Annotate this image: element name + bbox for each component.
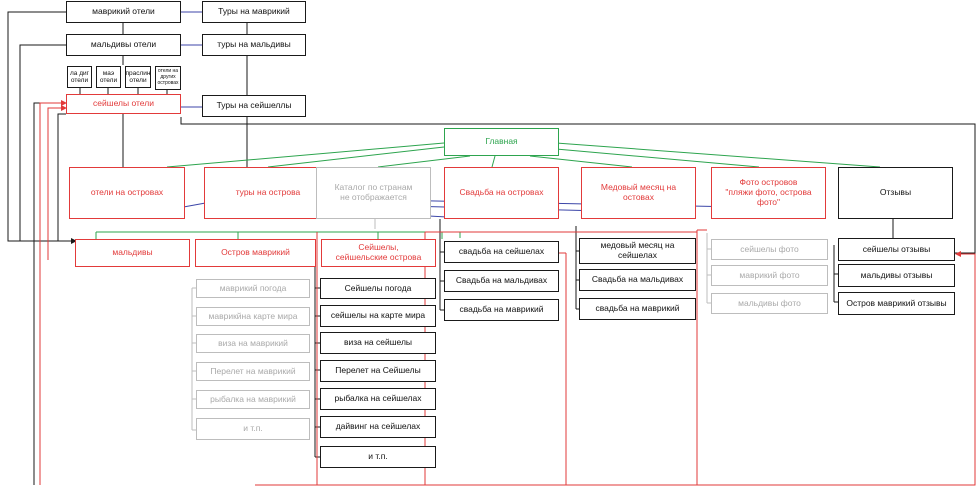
honeymoon-list-item: Свадьба на мальдивах [579,269,696,291]
photo-list-item: маврикий фото [711,265,828,286]
mauritius-country-box: Остров маврикий [195,239,316,267]
wedding-list-item: свадьба на маврикий [444,299,559,321]
mauritius-list-item: виза на маврикий [196,334,310,353]
seychelles-list-item: сейшелы на карте мира [320,305,436,327]
honeymoon-list-item: медовый месяц на сейшелах [579,238,696,264]
review-list-item: мальдивы отзывы [838,264,955,287]
mauritius-list-item: маврикйна карте мира [196,307,310,326]
review-list-item: сейшелы отзывы [838,238,955,261]
honeymoon-box: Медовый месяц на остовах [581,167,696,219]
seychelles-hotels-box: сейшелы отели [66,94,181,114]
seychelles-tours-box: Туры на сейшеллы [202,95,306,117]
wedding-list-item: свадьба на сейшелах [444,241,559,263]
photo-list-item: сейшелы фото [711,239,828,260]
praslin-hotels-box: праслин отели [125,66,151,88]
mahe-hotels-box: маэ отели [96,66,121,88]
seychelles-list-item: Перелет на Сейшелы [320,360,436,382]
honeymoon-list-item: свадьба на маврикий [579,298,696,320]
mauritius-list-item: маврикий погода [196,279,310,298]
seychelles-list-item: виза на сейшелы [320,332,436,354]
main-page-box: Главная [444,128,559,156]
green-hub-links [95,128,881,239]
hotel-tour-links [181,11,202,108]
seychelles-list-item: Сейшелы погода [320,278,436,299]
gray-connectors [191,219,711,431]
review-list-item: Остров маврикий отзывы [838,292,955,315]
tours-to-islands-box: туры на острова [204,167,332,219]
mauritius-list-item: рыбалка на маврикий [196,390,310,409]
photo-list-item: мальдивы фото [711,293,828,314]
maldives-country-box: мальдивы [75,239,190,267]
reviews-box: Отзывы [838,167,953,219]
maldives-hotels-box: мальдивы отели [66,34,181,56]
wedding-list-item: Свадьба на мальдивах [444,270,559,292]
seychelles-country-box: Сейшелы, сейшельские острова [321,239,436,267]
seychelles-list-item: и т.п. [320,446,436,468]
la-digue-hotels-box: ла диг отели [67,66,92,88]
seychelles-list-item: дайвинг на сейшелах [320,416,436,438]
catalog-by-country-box: Каталог по странам не отображается [316,167,431,219]
mauritius-tours-box: Туры на маврикий [202,1,306,23]
other-islands-hotels-box: отели на других островах [155,66,181,90]
maldives-tours-box: туры на мальдивы [202,34,306,56]
island-photos-box: Фото островов "пляжи фото, острова фото" [711,167,826,219]
seychelles-list-item: рыбалка на сейшелах [320,388,436,410]
mauritius-list-item: Перелет на маврикий [196,362,310,381]
mauritius-hotels-box: маврикий отели [66,1,181,23]
wedding-on-islands-box: Свадьба на островах [444,167,559,219]
hotels-on-islands-box: отели на островах [69,167,185,219]
mauritius-list-item: и т.п. [196,418,310,440]
black-connectors [7,11,976,485]
red-connectors [39,100,976,486]
